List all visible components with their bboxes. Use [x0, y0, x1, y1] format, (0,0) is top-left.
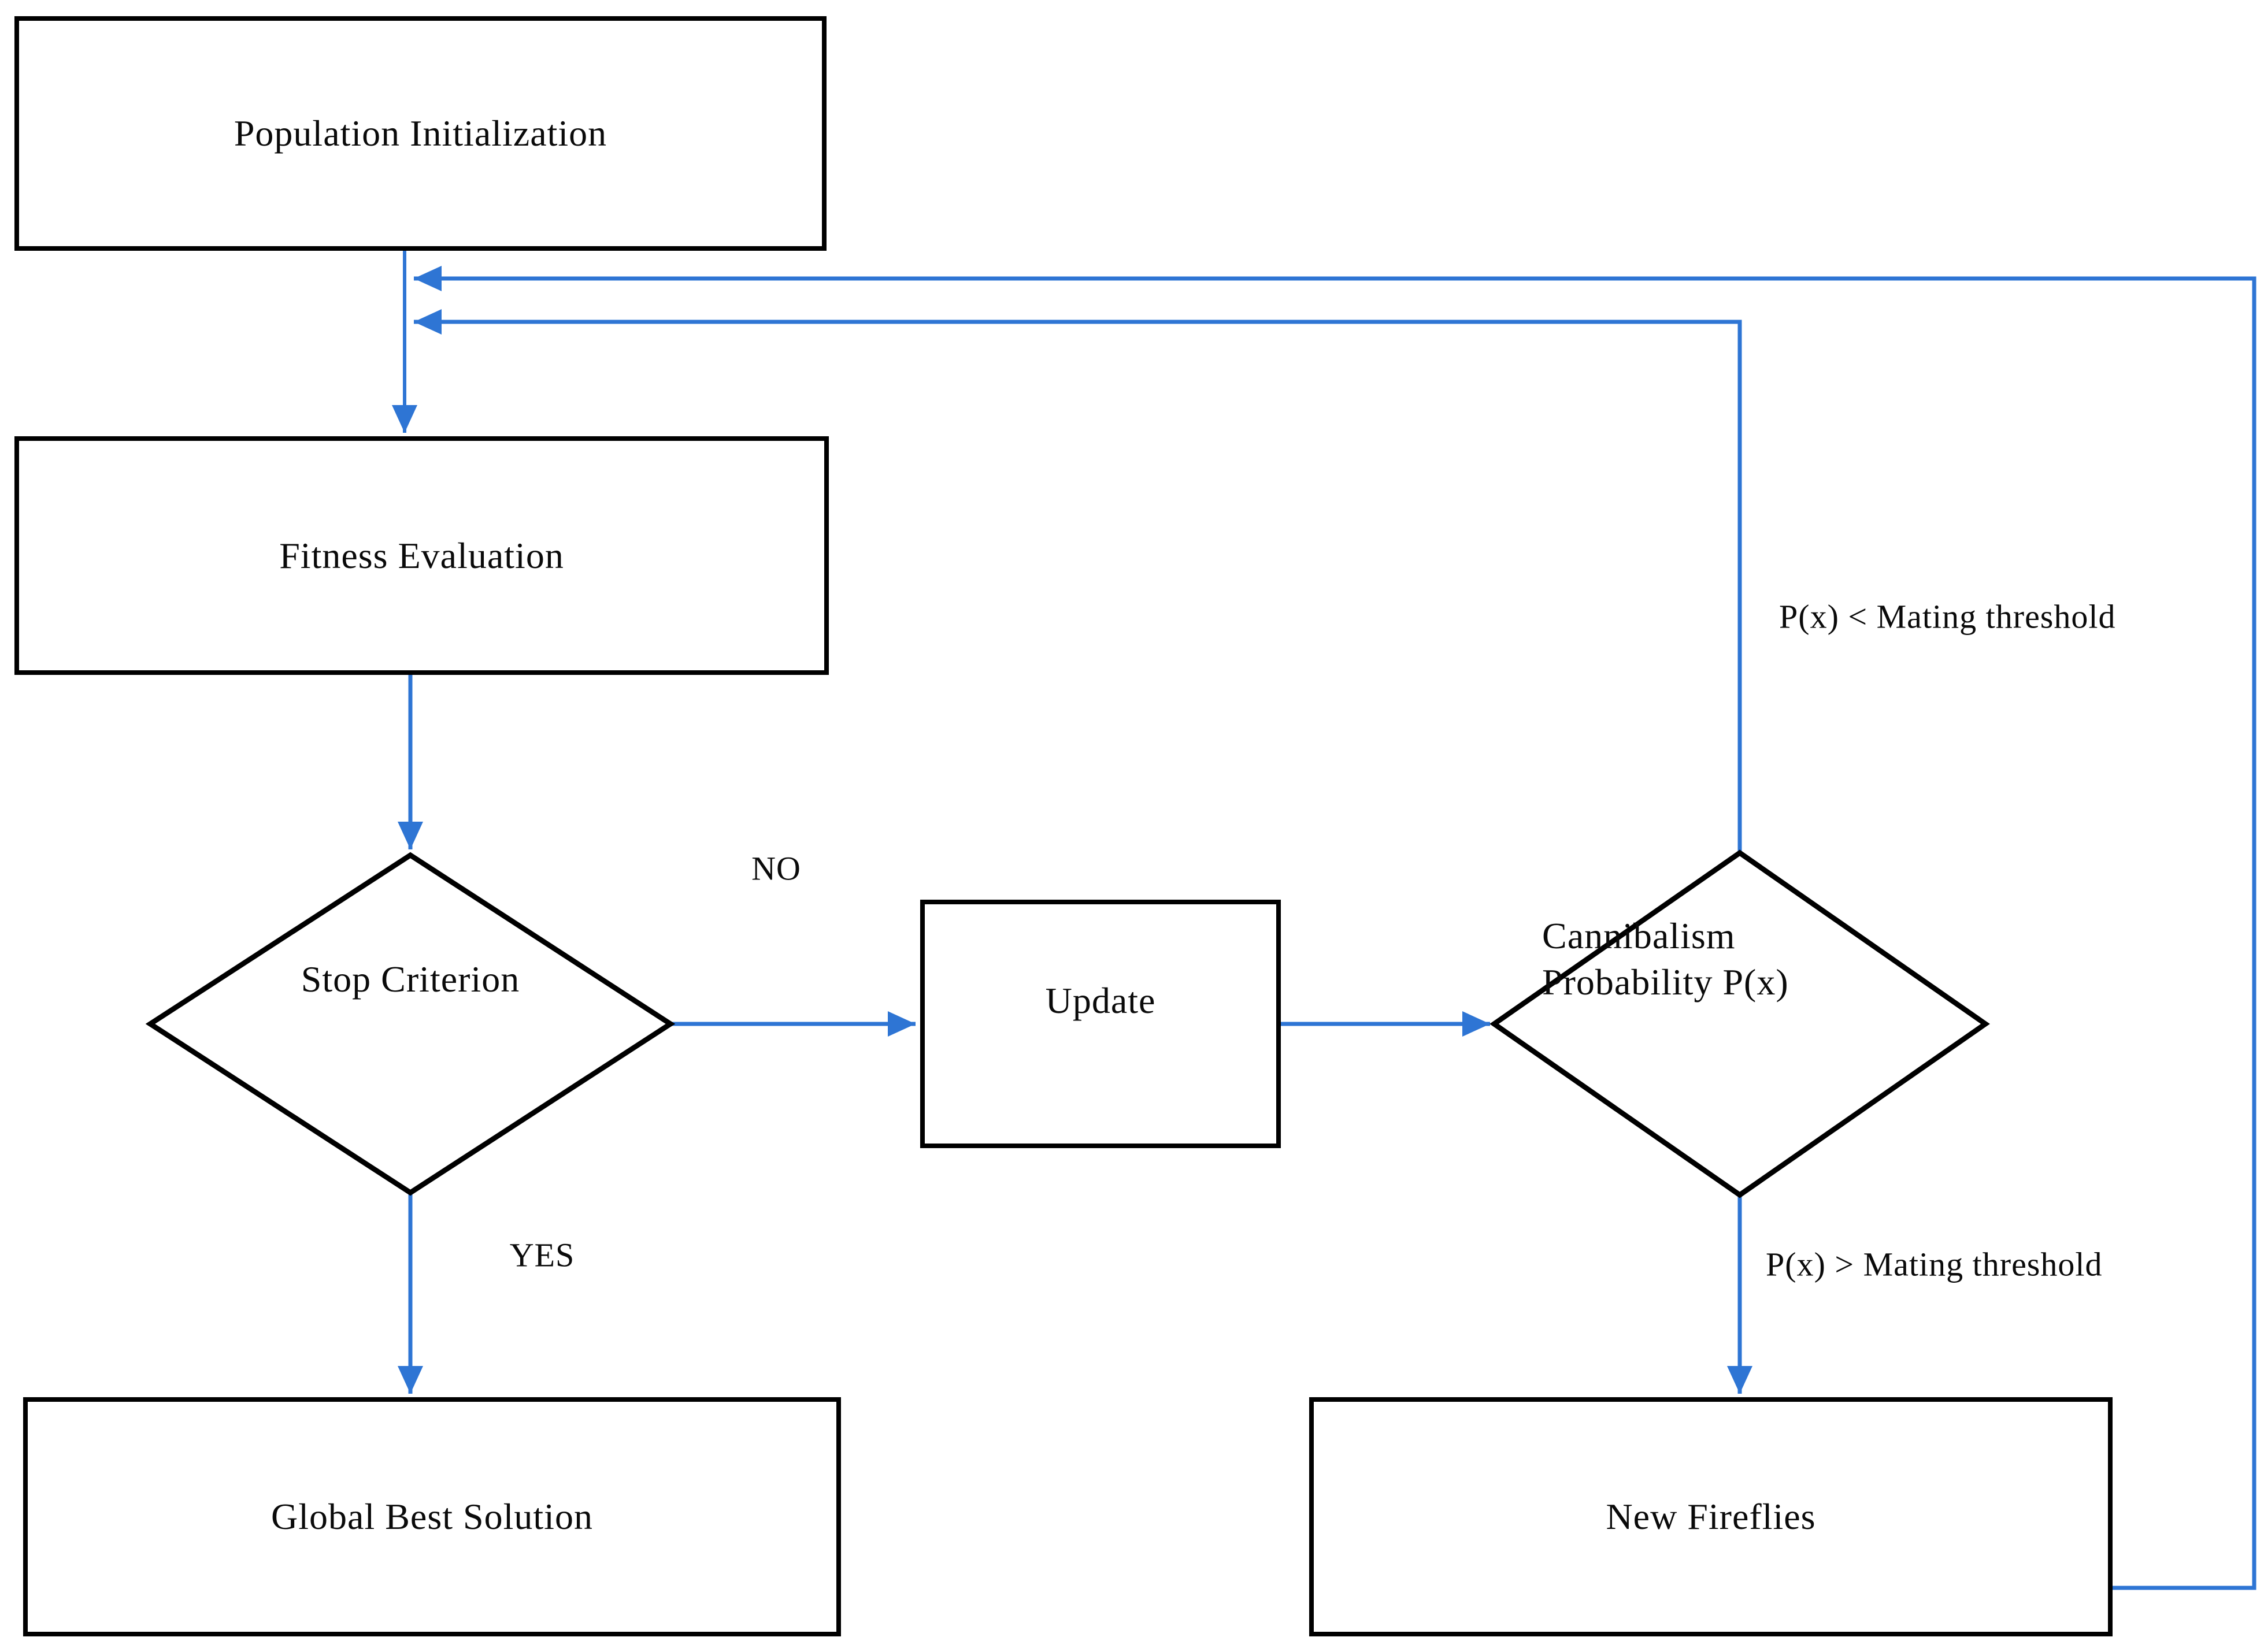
node-update: Update: [920, 900, 1281, 1148]
node-cannibalism-label: Cannibalism Probability P(x): [1542, 913, 1789, 1005]
arrow-newfireflies-feedback: [414, 266, 2256, 1590]
node-fitness-evaluation: Fitness Evaluation: [14, 436, 829, 675]
cannibalism-label-line2: Probability P(x): [1542, 961, 1789, 1003]
node-new-fireflies-label: New Fireflies: [1606, 1496, 1816, 1537]
arrow-cannibalism-feedback: [414, 309, 1742, 853]
node-population-label: Population Initialization: [234, 113, 607, 154]
edge-label-mating-greater: P(x) > Mating threshold: [1766, 1245, 2103, 1283]
node-global-best-solution: Global Best Solution: [23, 1397, 841, 1636]
stop-criterion-diamond: [145, 852, 676, 1196]
node-fitness-label: Fitness Evaluation: [279, 534, 564, 576]
node-stop-criterion-label: Stop Criterion: [301, 959, 520, 1000]
cannibalism-diamond: [1489, 849, 1990, 1198]
node-new-fireflies: New Fireflies: [1309, 1397, 2113, 1636]
edge-label-no: NO: [751, 849, 801, 888]
edge-label-yes: YES: [509, 1236, 575, 1274]
edge-label-mating-less: P(x) < Mating threshold: [1779, 597, 2116, 636]
node-global-best-label: Global Best Solution: [271, 1496, 593, 1537]
node-update-label: Update: [1045, 980, 1156, 1021]
cannibalism-label-line1: Cannibalism: [1542, 915, 1736, 956]
node-population-initialization: Population Initialization: [14, 16, 827, 251]
